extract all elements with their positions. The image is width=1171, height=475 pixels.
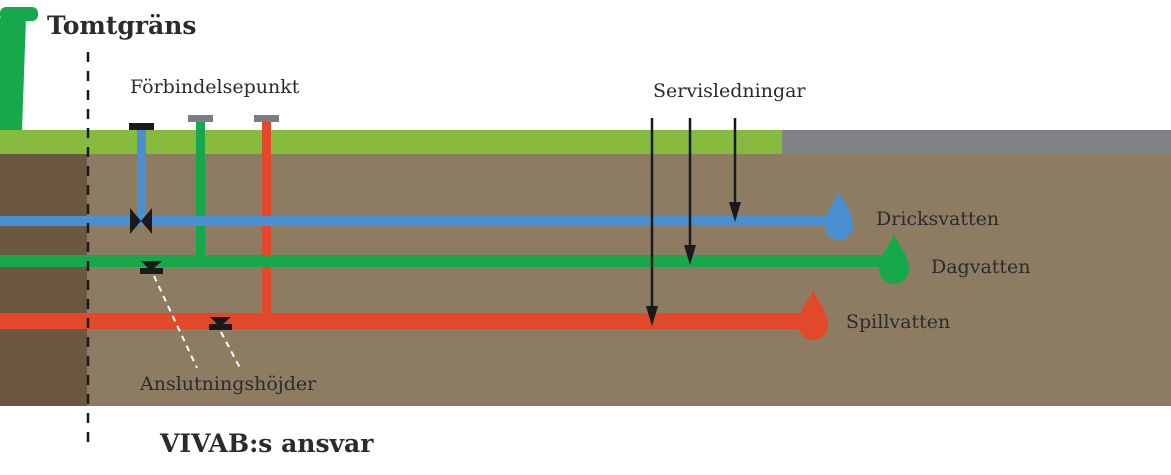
arrow-drinking-icon [729,202,741,222]
connection-heights-label: Anslutningshöjder [139,373,317,395]
waste-water-label: Spillvatten [846,311,950,333]
service-lines-label: Servisledningar [653,80,806,102]
storm-water-label: Dagvatten [931,256,1031,278]
road-strip [782,130,1171,154]
drinking-drop-icon [825,192,853,240]
storm-drop-icon [879,234,909,284]
storm-riser [196,120,205,261]
arrow-storm-icon [684,245,696,265]
boundary-label: Tomtgräns [47,11,197,40]
waste-bin-icon [0,7,38,130]
service-line-arrows [646,118,741,326]
storm-height-marker [140,261,163,274]
responsibility-label: VIVAB:s ansvar [159,429,374,458]
drinking-cap [129,123,154,130]
storm-cap [188,115,213,122]
drinking-riser [137,126,146,222]
connection-point-label: Förbindelsepunkt [130,76,300,98]
soil-private [0,152,87,406]
waste-cap [254,115,279,122]
height-leader-waste [220,331,241,369]
waste-drop-icon [798,290,828,340]
waste-height-marker [209,317,232,330]
grass-strip [0,130,782,154]
storm-pipe [0,255,885,267]
waste-pipe [0,313,800,329]
drinking-pipe [0,216,830,226]
arrow-waste-icon [646,306,658,326]
soil [0,152,1171,406]
valve-icon [130,208,152,234]
drinking-water-label: Dricksvatten [876,208,999,230]
height-leader-storm [153,275,198,369]
